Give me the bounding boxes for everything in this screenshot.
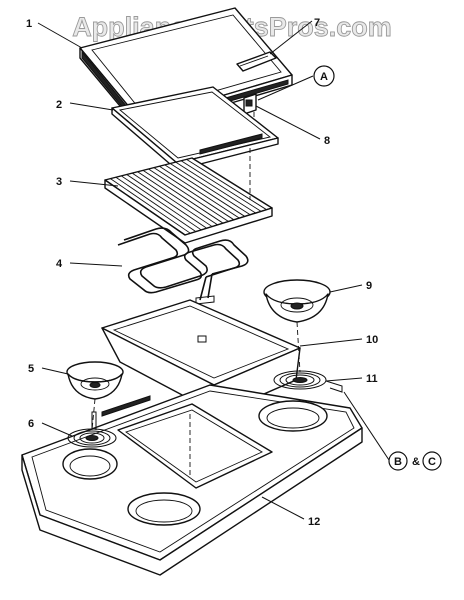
circle-ref-amp: & xyxy=(412,456,420,468)
circle-ref-b: B xyxy=(388,451,408,471)
callout-2: 2 xyxy=(56,99,62,111)
grate-rib xyxy=(137,171,218,226)
callout-11: 11 xyxy=(366,373,378,385)
grate-rib xyxy=(180,160,262,212)
grate-rib xyxy=(142,169,224,224)
grate-rib xyxy=(131,172,213,227)
coil-surface-element-icon[interactable] xyxy=(67,411,117,448)
grate-rib xyxy=(126,174,208,229)
callout-1: 1 xyxy=(26,18,32,30)
grate-rib xyxy=(121,175,202,231)
svg-text:C: C xyxy=(428,456,436,468)
gasket-frame-icon[interactable] xyxy=(111,86,279,171)
callout-4: 4 xyxy=(56,258,63,270)
callout-9: 9 xyxy=(366,280,372,292)
callout-5: 5 xyxy=(28,363,34,375)
handle-icon[interactable] xyxy=(236,51,277,72)
svg-text:A: A xyxy=(320,71,328,83)
drip-bowl-icon[interactable] xyxy=(263,279,331,323)
circle-ref-c: C xyxy=(422,451,442,471)
callout-8: 8 xyxy=(324,135,330,147)
callout-7: 7 xyxy=(314,17,320,29)
grate-rib xyxy=(164,164,246,217)
cooktop-icon[interactable] xyxy=(21,384,363,576)
grill-grate-icon[interactable] xyxy=(104,157,273,244)
callout-10: 10 xyxy=(366,334,378,346)
grate-rib xyxy=(148,168,229,222)
grate-rib xyxy=(115,176,197,232)
callout-6: 6 xyxy=(28,418,34,430)
callout-3: 3 xyxy=(56,176,62,188)
grate-rib xyxy=(153,167,235,221)
circle-ref-a: A xyxy=(313,65,335,87)
callout-12: 12 xyxy=(308,516,320,528)
grate-rib xyxy=(186,158,267,211)
drip-bowl-icon[interactable] xyxy=(66,361,124,400)
grate-rib xyxy=(159,165,240,219)
grate-rib xyxy=(175,161,256,214)
svg-text:B: B xyxy=(394,456,402,468)
grate-rib xyxy=(110,178,191,234)
grate-rib xyxy=(170,163,251,216)
